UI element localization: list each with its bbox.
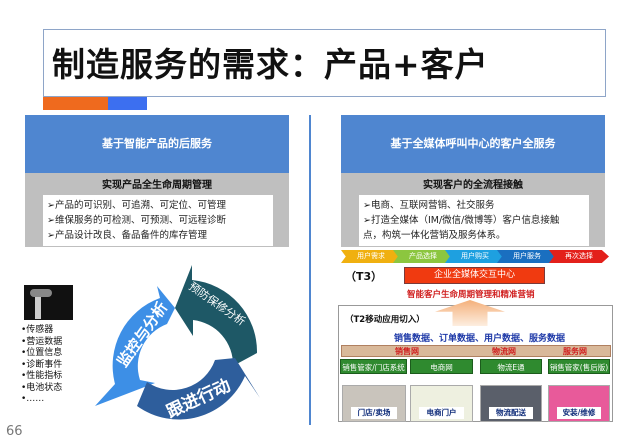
cycle-arrow-prevent <box>175 265 258 366</box>
page-number: 66 <box>6 424 23 439</box>
channel-image: 物流配送 <box>480 385 542 422</box>
list-item: 点，构筑一体化营销及服务体系。 <box>363 230 506 241</box>
system-box: 销售管家(售后版) <box>548 359 610 374</box>
process-step: 用户购买 <box>445 250 505 263</box>
t2-label: （T2移动应用切入） <box>345 315 425 325</box>
page-title: 制造服务的需求：产品+客户 <box>52 45 489 84</box>
list-item: •…… <box>21 394 45 404</box>
cycle-arrow-monitor <box>95 286 175 406</box>
process-step: 产品选择 <box>393 250 453 263</box>
channel-image: 门店/卖场 <box>342 385 406 422</box>
t3-caption: 智能客户生命周期管理和精准营销 <box>407 290 535 300</box>
system-box: 销售管家/门店系统 <box>340 359 407 374</box>
channel-label: 安装/维修 <box>557 407 601 419</box>
divider <box>309 115 311 425</box>
title-box: 制造服务的需求：产品+客户 <box>43 29 606 97</box>
cycle-arrow-followup <box>137 358 260 420</box>
list-item: ➢维保服务的可检测、可预测、可远程诊断 <box>47 215 226 226</box>
category-label: 物流网 <box>492 347 516 356</box>
channel-label: 电商门户 <box>419 407 464 419</box>
list-item: ➢产品的可识别、可追溯、可定位、可管理 <box>47 200 226 211</box>
data-line: 销售数据、订单数据、用户数据、服务数据 <box>394 334 566 344</box>
left-panel-subtitle: 实现产品全生命周期管理 <box>102 180 212 191</box>
right-panel-subtitle: 实现客户的全流程接触 <box>423 180 523 191</box>
channel-label: 物流配送 <box>489 407 533 419</box>
list-item: •营运数据 <box>21 336 63 347</box>
right-feature-list: ➢电商、互联网营销、社交服务 ➢打造全媒体（IM/微信/微博等）客户信息接触 点… <box>359 195 589 246</box>
system-box: 物流E通 <box>480 359 542 374</box>
left-feature-list: ➢产品的可识别、可追溯、可定位、可管理 ➢维保服务的可检测、可预测、可远程诊断 … <box>43 195 273 246</box>
list-item: •性能指标 <box>21 371 63 381</box>
list-item: •电池状态 <box>21 382 63 393</box>
category-label: 服务网 <box>563 347 587 356</box>
right-panel: 基于全媒体呼叫中心的客户全服务 实现客户的全流程接触 ➢电商、互联网营销、社交服… <box>341 115 605 247</box>
list-item: •诊断事件 <box>21 359 63 370</box>
category-label: 销售网 <box>395 347 419 356</box>
list-item: •位置信息 <box>21 348 63 358</box>
left-panel-header: 基于智能产品的后服务 <box>25 115 289 173</box>
sensor-list: •传感器 •营运数据 •位置信息 •诊断事件 •性能指标 •电池状态 •…… <box>21 325 62 406</box>
t3-box: 企业全媒体交互中心 <box>404 267 545 284</box>
list-item: ➢产品设计改良、备品备件的库存管理 <box>47 230 207 241</box>
channel-label: 门店/卖场 <box>351 407 397 419</box>
accent-bar-blue <box>108 97 147 110</box>
t3-label: （T3） <box>345 270 383 283</box>
left-panel: 基于智能产品的后服务 实现产品全生命周期管理 ➢产品的可识别、可追溯、可定位、可… <box>25 115 289 247</box>
cycle-diagram: 监控与分析 预防保修分析 跟进行动 <box>95 265 260 423</box>
right-panel-header: 基于全媒体呼叫中心的客户全服务 <box>341 115 605 173</box>
channel-image: 安装/维修 <box>548 385 610 422</box>
process-step: 用户服务 <box>497 250 557 263</box>
process-step: 用户需求 <box>341 250 401 263</box>
system-box: 电商网 <box>410 359 473 374</box>
list-item: ➢打造全媒体（IM/微信/微博等）客户信息接触 <box>363 215 560 226</box>
list-item: ➢电商、互联网营销、社交服务 <box>363 200 495 211</box>
list-item: •传感器 <box>21 325 54 335</box>
accent-bar-orange <box>43 97 108 110</box>
network-bar <box>341 345 611 357</box>
device-image <box>24 285 73 320</box>
channel-image: 电商门户 <box>410 385 473 422</box>
process-step: 再次选择 <box>549 250 609 263</box>
